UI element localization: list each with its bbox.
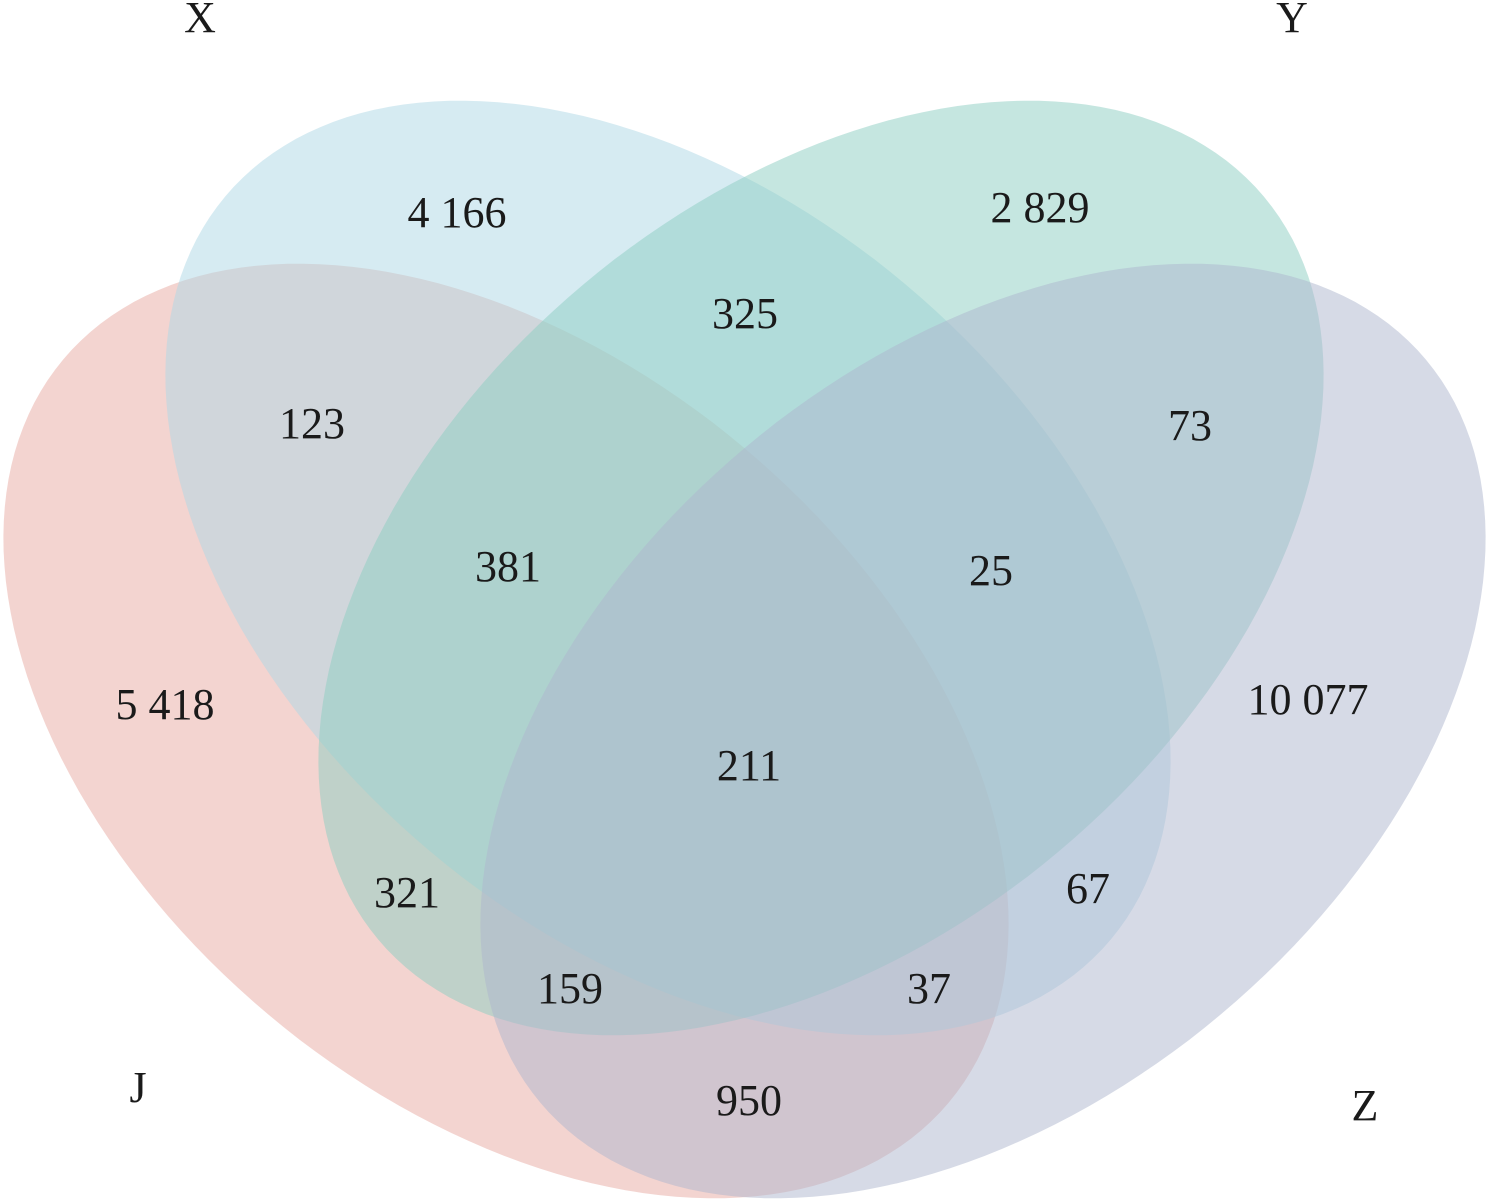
region-j-x: 123 xyxy=(279,399,345,448)
region-j-y-z: 159 xyxy=(537,964,603,1013)
set-z-ellipse xyxy=(480,263,1486,1199)
region-j-only: 5 418 xyxy=(116,680,215,729)
set-label-y: Y xyxy=(1276,0,1308,42)
region-j-y: 321 xyxy=(374,868,440,917)
region-y-z: 73 xyxy=(1168,401,1212,450)
region-j-z: 950 xyxy=(716,1076,782,1125)
region-j-x-z: 37 xyxy=(907,964,951,1013)
set-label-j: J xyxy=(129,1063,146,1112)
region-z-only: 10 077 xyxy=(1248,675,1369,724)
region-j-x-y: 381 xyxy=(475,542,541,591)
region-j-x-y-z: 211 xyxy=(717,741,781,790)
set-label-z: Z xyxy=(1352,1081,1379,1130)
set-label-x: X xyxy=(184,0,216,42)
region-x-only: 4 166 xyxy=(408,188,507,237)
region-y-only: 2 829 xyxy=(991,183,1090,232)
region-x-y-z: 25 xyxy=(969,546,1013,595)
region-x-z: 67 xyxy=(1066,864,1110,913)
region-x-y: 325 xyxy=(712,289,778,338)
